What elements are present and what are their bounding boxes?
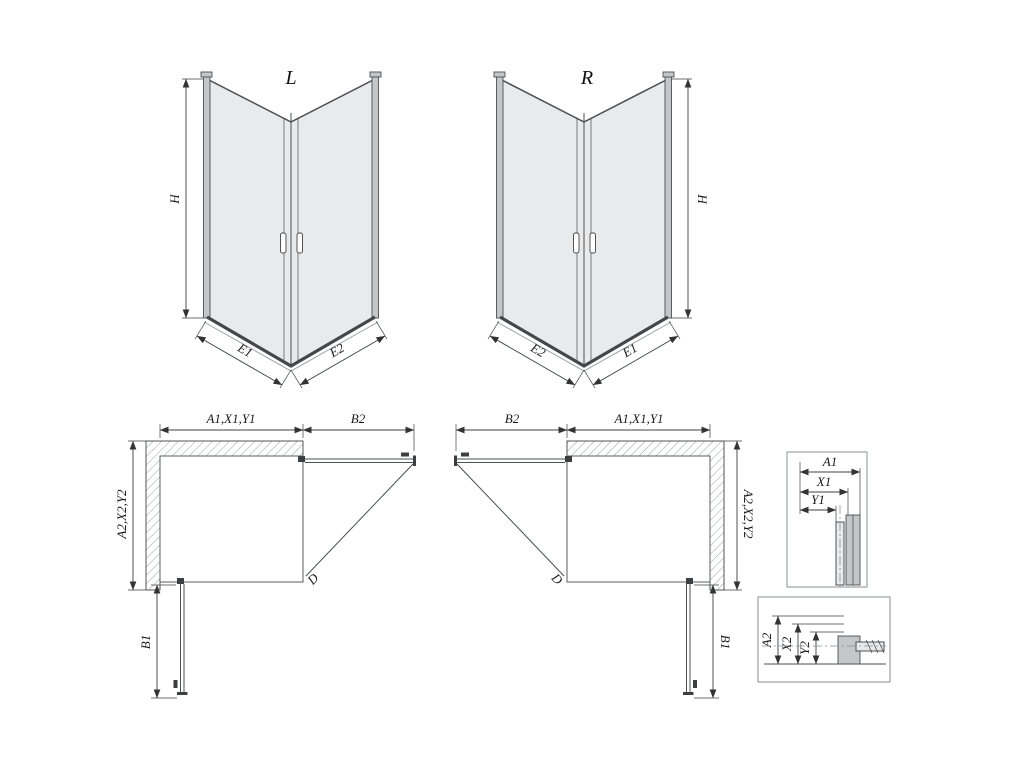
top-edge-left — [206, 78, 292, 123]
dim-label-X1: X1 — [816, 474, 831, 489]
dim-label-A1: A1 — [822, 454, 837, 469]
perspective-view-right: R H E2 E1 — [487, 67, 710, 389]
door-swing-diagonal — [305, 463, 414, 577]
door-handle-left — [280, 232, 287, 254]
plan-view-left: D A1,X1,Y1 B2 A2,X2,Y2 — [114, 411, 416, 699]
door-end-cap — [413, 455, 416, 466]
top-edge-right — [583, 78, 669, 123]
dimension-E1-left: E1 — [194, 320, 292, 389]
door-hinge — [686, 578, 693, 584]
door-knob — [173, 680, 178, 688]
wall-bracket — [662, 71, 675, 78]
dim-label-E1: E1 — [619, 340, 640, 361]
dimension-H-left: H — [167, 78, 203, 319]
dimension-B2-left: B2 — [302, 411, 415, 451]
dimension-Y2-detail: Y2 — [797, 631, 820, 665]
door-knob — [461, 452, 469, 457]
dimension-A1-right: A1,X1,Y1 — [566, 411, 711, 438]
dimension-H-right: H — [671, 78, 710, 319]
door-end-cap — [177, 692, 188, 695]
wall-bracket — [200, 71, 213, 78]
dimension-A2-right: A2,X2,Y2 — [724, 440, 756, 591]
glass-section — [855, 641, 885, 652]
open-door-top — [298, 452, 416, 466]
door-handle-right — [296, 232, 303, 254]
dim-label-B1: B1 — [718, 635, 733, 649]
wall-bracket — [493, 71, 506, 78]
dimension-A1-left: A1,X1,Y1 — [159, 411, 304, 438]
dim-label-A2: A2 — [759, 632, 774, 648]
wall-profile-right — [371, 76, 379, 319]
perspective-view-left: L H E1 E2 — [167, 67, 388, 389]
bottom-rail — [499, 315, 669, 368]
top-edge-left — [499, 78, 585, 123]
door-handle-left — [573, 232, 580, 254]
wall-profile-left — [496, 76, 504, 319]
dim-label-B2: B2 — [351, 411, 366, 426]
dim-label-E1: E1 — [234, 339, 255, 360]
open-door-bottom — [173, 578, 188, 695]
dimension-A2-left: A2,X2,Y2 — [114, 440, 146, 591]
door-handle-right — [589, 232, 596, 254]
plan-view-right: D B2 A1,X1,Y1 A2,X2,Y2 — [454, 411, 756, 699]
dimension-A1-detail: A1 — [799, 454, 861, 476]
open-door-bottom — [683, 578, 697, 695]
dimension-B2-right: B2 — [455, 411, 568, 451]
view-label-right: R — [580, 67, 593, 89]
dim-label-D: D — [548, 570, 566, 588]
dimension-E1-right: E1 — [583, 320, 681, 389]
dimension-B1-left: B1 — [138, 584, 177, 699]
dim-label-B1: B1 — [138, 635, 153, 649]
wall-bracket — [369, 71, 382, 78]
dimension-A2-detail: A2 — [759, 615, 782, 665]
dim-label-E2: E2 — [326, 340, 347, 361]
door-end-cap — [454, 455, 457, 466]
dimension-E2-right: E2 — [487, 320, 585, 389]
door-hinge — [565, 456, 572, 462]
top-edge-right — [290, 78, 376, 123]
door-hinge — [298, 456, 305, 462]
dim-label-A2X2Y2: A2,X2,Y2 — [114, 489, 129, 540]
dim-label-H: H — [167, 194, 182, 205]
bottom-rail — [206, 315, 376, 368]
detail-frame — [757, 596, 891, 683]
dim-label-A1X1Y1: A1,X1,Y1 — [613, 411, 663, 426]
dimension-B1-right: B1 — [694, 584, 733, 699]
door-swing-diagonal — [456, 463, 565, 577]
detail-frame — [786, 451, 868, 588]
dim-label-A1X1Y1: A1,X1,Y1 — [205, 411, 255, 426]
dimension-E2-left: E2 — [290, 320, 388, 389]
dim-label-Y1: Y1 — [811, 492, 825, 507]
shower-tray — [566, 455, 711, 583]
dim-label-H: H — [695, 193, 710, 204]
wall-profile-left — [203, 76, 211, 319]
dim-label-X2: X2 — [779, 636, 794, 652]
door-hinge — [177, 578, 184, 584]
detail-floor-profile: A2 X2 Y2 — [757, 596, 891, 683]
dimension-X1-detail: X1 — [799, 474, 849, 496]
door-knob — [401, 452, 409, 457]
dim-label-A2X2Y2: A2,X2,Y2 — [741, 488, 756, 539]
dim-label-D: D — [303, 570, 321, 588]
dim-label-B2: B2 — [505, 411, 520, 426]
dim-label-Y2: Y2 — [797, 641, 812, 655]
door-end-cap — [683, 692, 694, 695]
wall-profile-right — [664, 76, 672, 319]
detail-wall-profile: A1 X1 Y1 — [786, 451, 868, 588]
shower-tray — [159, 455, 304, 583]
view-label-left: L — [284, 67, 296, 89]
door-knob — [693, 680, 697, 688]
dimension-X2-detail: X2 — [779, 623, 802, 665]
open-door-top — [454, 452, 572, 466]
dim-label-E2: E2 — [527, 339, 548, 360]
dimension-Y1-detail: Y1 — [799, 492, 837, 514]
